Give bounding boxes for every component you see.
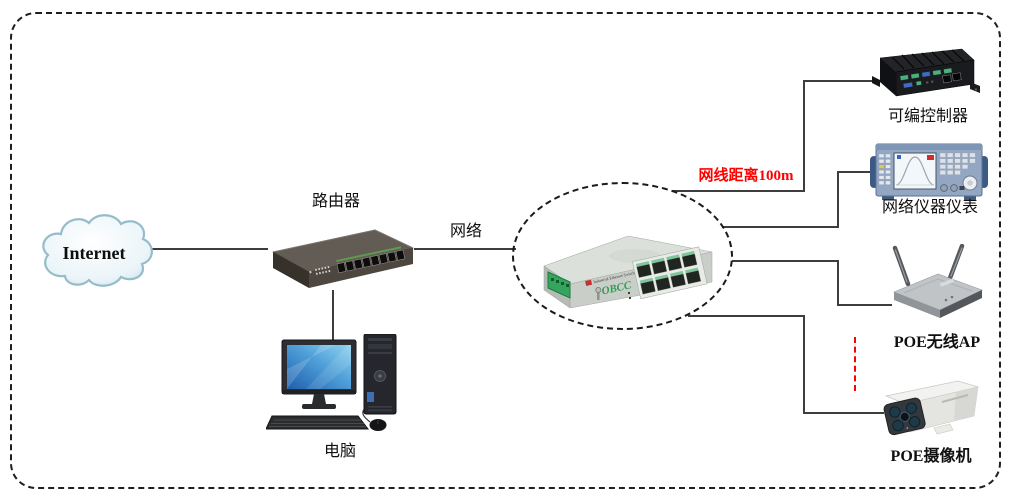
controller-label: 可编控制器 [887, 108, 968, 125]
distance-marker-dashed-line [854, 337, 856, 391]
link-router-switch [414, 248, 516, 250]
link-switch-controller-segment-1 [672, 190, 805, 192]
pc-image [266, 334, 397, 431]
internet-cloud: Internet [42, 214, 153, 287]
link-switch-instrument-segment-3 [837, 171, 876, 173]
cable-distance-note: 网线距离100m [698, 168, 794, 184]
ap-label: POE无线AP [893, 334, 981, 351]
ap-image [892, 244, 983, 318]
link-switch-camera-segment-1 [688, 315, 805, 317]
controller-image [872, 48, 980, 97]
router-label: 路由器 [311, 193, 360, 210]
link-router-pc [332, 290, 334, 340]
link-switch-controller-segment-3 [803, 80, 874, 82]
link-switch-ap-segment-3 [837, 304, 892, 306]
instrument-image [870, 143, 988, 200]
switch-image: Industrial Ethernet Switch OBCC [543, 235, 713, 308]
link-switch-camera-segment-3 [803, 412, 884, 414]
link-switch-ap-segment-2 [837, 260, 839, 306]
diagram-border [10, 12, 1001, 489]
link-switch-controller-segment-2 [803, 80, 805, 192]
link-switch-instrument-segment-2 [837, 171, 839, 228]
camera-label: POE摄像机 [890, 448, 972, 465]
link-switch-camera-segment-2 [803, 315, 805, 414]
link-switch-ap-segment-1 [732, 260, 839, 262]
pc-label: 电脑 [323, 443, 356, 460]
network-label: 网络 [449, 223, 482, 240]
link-switch-instrument-segment-1 [722, 226, 839, 228]
router-image [272, 229, 414, 288]
link-internet-router [150, 248, 268, 250]
internet-label: Internet [63, 243, 126, 263]
camera-image [883, 380, 980, 436]
switch-ellipse [512, 182, 733, 330]
instrument-label: 网络仪器仪表 [881, 199, 978, 216]
